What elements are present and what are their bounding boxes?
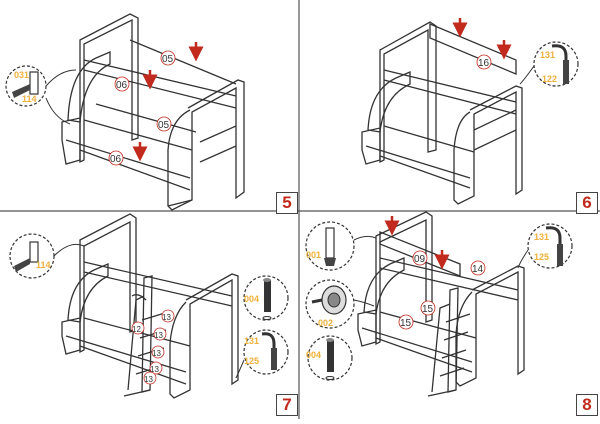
step-8-part-3: 15 [422, 304, 434, 315]
step-5-detail [5, 65, 77, 125]
step-8-part-1: 09 [414, 254, 426, 265]
step-8-part-labels [398, 250, 486, 330]
step-8-callout-5: 125 [534, 252, 549, 262]
step-5-part-3: 05 [158, 120, 170, 131]
step-6-part-1: 16 [478, 58, 490, 69]
step-7-part-6: 13 [144, 375, 153, 384]
step-8-part-4: 15 [400, 318, 412, 329]
step-8-callout-3: 004 [306, 350, 321, 360]
step-7-part-5: 13 [150, 365, 159, 374]
step-7-part-labels [131, 309, 175, 385]
step-5-part-2: 06 [116, 80, 128, 91]
step-5-arrows [132, 42, 204, 162]
step-6-callout-2: 122 [542, 74, 557, 84]
step-5-part-1: 05 [162, 54, 174, 65]
step-8-detail-004 [307, 335, 353, 381]
step-5-callout-1: 031 [14, 70, 29, 80]
step-7-callout-1: 114 [36, 260, 51, 270]
step-5-drawing [61, 13, 245, 211]
step-number-7: 7 [276, 394, 298, 416]
step-7-callout-3: 131 [244, 336, 259, 346]
step-7-callout-2: 004 [244, 294, 259, 304]
step-7-detail-left [9, 233, 85, 279]
step-8-part-2: 14 [472, 264, 484, 275]
step-7-callout-4: 125 [244, 356, 259, 366]
step-7-drawing [61, 213, 239, 399]
step-5-callout-2: 114 [22, 94, 37, 104]
step-8-callout-2: 002 [318, 318, 333, 328]
step-6-part-circle [476, 54, 492, 70]
step-8-detail-002 [305, 279, 375, 329]
step-8-detail-right [517, 223, 573, 269]
step-7-part-1: 12 [132, 325, 141, 334]
step-6-callout-1: 131 [540, 50, 555, 60]
step-8-detail-001 [305, 221, 377, 271]
step-number-5: 5 [276, 192, 298, 214]
step-6-detail [519, 41, 579, 87]
step-6-drawing [361, 21, 523, 205]
step-6-arrows [452, 18, 512, 60]
step-8-callout-4: 131 [534, 232, 549, 242]
step-7-detail-right-top [243, 275, 289, 321]
step-7-part-4: 13 [152, 349, 161, 358]
step-5-part-4: 06 [110, 154, 122, 165]
step-number-6: 6 [576, 192, 598, 214]
step-number-8: 8 [576, 394, 598, 416]
step-7-detail-right-bottom [235, 329, 289, 379]
step-5-part-labels [108, 50, 176, 166]
step-8-callout-1: 001 [306, 250, 321, 260]
step-8-drawing [357, 211, 525, 397]
step-7-part-3: 13 [154, 331, 163, 340]
step-8-arrows [384, 216, 450, 270]
step-7-part-2: 13 [162, 313, 171, 322]
